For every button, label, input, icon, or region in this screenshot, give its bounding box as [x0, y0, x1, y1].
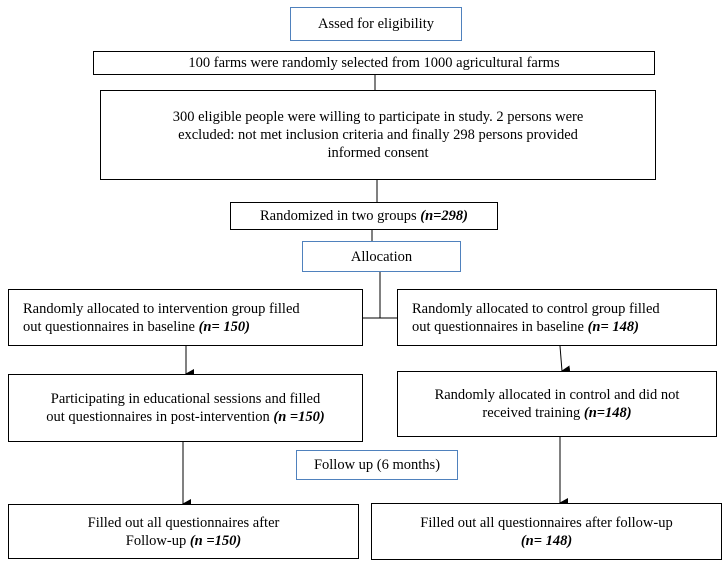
control-baseline-line-2: out questionnaires in baseline: [412, 318, 588, 335]
randomized-count: (n=298): [420, 208, 469, 224]
allocation-box: Allocation: [302, 241, 461, 272]
participants-text: 300 eligible people were willing to part…: [167, 108, 590, 162]
eligibility-label: Assed for eligibility: [318, 16, 434, 32]
intervention-sessions-line-2: out questionnaires in post-intervention: [46, 409, 274, 425]
control-followup-line-1: Filled out all questionnaires after foll…: [420, 514, 673, 531]
intervention-sessions-text: Participating in educational sessions an…: [40, 390, 331, 426]
control-baseline-text: Randomly allocated to control group fill…: [398, 300, 660, 336]
control-baseline-count: (n= 148): [587, 318, 639, 335]
control-no-training-box: Randomly allocated in control and did no…: [397, 371, 717, 437]
intervention-followup-count: (n =150): [189, 532, 242, 549]
control-no-training-text: Randomly allocated in control and did no…: [429, 386, 686, 422]
intervention-baseline-line-2: out questionnaires in baseline: [23, 318, 199, 335]
intervention-sessions-count: (n =150): [273, 409, 325, 425]
randomized-text: Randomized in two groups (n=298): [254, 207, 474, 225]
participants-line-2: excluded: not met inclusion criteria and…: [178, 127, 578, 143]
intervention-followup-box: Filled out all questionnaires after Foll…: [8, 504, 359, 559]
control-followup-count: (n= 148): [520, 532, 573, 549]
control-no-training-line-2: received training: [482, 405, 584, 421]
intervention-baseline-count: (n= 150): [198, 318, 250, 335]
intervention-baseline-text: Randomly allocated to intervention group…: [9, 300, 300, 336]
control-baseline-box: Randomly allocated to control group fill…: [397, 289, 717, 346]
intervention-followup-line-2: Follow-up: [125, 532, 190, 549]
eligibility-box: Assed for eligibility: [290, 7, 462, 41]
participants-line-3: informed consent: [327, 145, 429, 161]
control-no-training-count: (n=148): [583, 405, 632, 421]
control-followup-box: Filled out all questionnaires after foll…: [371, 503, 722, 560]
follow-up-label: Follow up (6 months): [313, 457, 441, 473]
selection-label: 100 farms were randomly selected from 10…: [188, 55, 560, 71]
follow-up-box: Follow up (6 months): [296, 450, 458, 480]
participants-box: 300 eligible people were willing to part…: [100, 90, 656, 180]
intervention-followup-line-1: Filled out all questionnaires after: [87, 514, 280, 531]
allocation-label: Allocation: [350, 248, 413, 265]
intervention-baseline-box: Randomly allocated to intervention group…: [8, 289, 363, 346]
selection-box: 100 farms were randomly selected from 10…: [93, 51, 655, 75]
control-baseline-line-1: Randomly allocated to control group fill…: [412, 300, 660, 317]
intervention-followup-text: Filled out all questionnaires after Foll…: [82, 514, 286, 550]
control-no-training-line-1: Randomly allocated in control and did no…: [434, 387, 680, 403]
intervention-sessions-line-1: Participating in educational sessions an…: [50, 391, 321, 407]
intervention-sessions-box: Participating in educational sessions an…: [8, 374, 363, 442]
participants-line-1: 300 eligible people were willing to part…: [172, 109, 584, 125]
randomized-box: Randomized in two groups (n=298): [230, 202, 498, 230]
intervention-baseline-line-1: Randomly allocated to intervention group…: [23, 300, 300, 317]
control-followup-text: Filled out all questionnaires after foll…: [414, 514, 678, 550]
arrow-control-no-training: [559, 345, 571, 376]
randomized-label: Randomized in two groups: [259, 208, 421, 224]
